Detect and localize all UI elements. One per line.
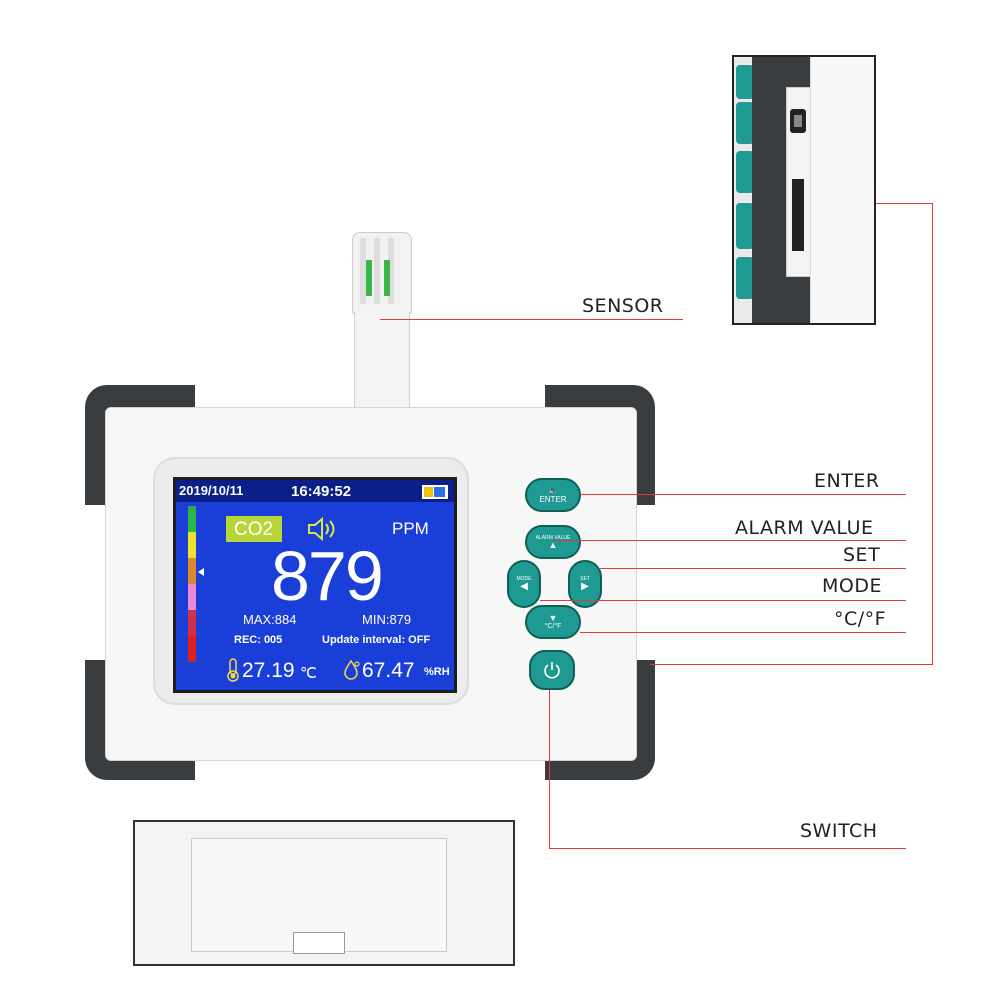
level-pointer-icon (198, 568, 204, 576)
side-button (736, 102, 754, 144)
co2-badge (226, 516, 282, 542)
scale-segment (188, 584, 196, 610)
set-button-label: SET (580, 576, 590, 582)
alarm-callout-line (553, 540, 906, 541)
switch-callout-line-h (549, 848, 906, 849)
side-housing (810, 57, 874, 323)
enter-button-label: ENTER (539, 494, 567, 504)
lcd-screen: 2019/10/11 16:49:52 CO2 PPM 879 MAX:884 … (173, 477, 457, 693)
cover-latch (293, 932, 345, 954)
max-value: MAX:884 (243, 612, 297, 627)
temperature-value: 27.19 (242, 659, 295, 682)
mode-callout-line (540, 600, 906, 601)
sensor-callout-line (380, 319, 683, 320)
gas-label: CO2 (234, 519, 274, 540)
temperature-unit: ℃ (300, 665, 317, 682)
enter-callout-line (580, 494, 906, 495)
side-button (736, 151, 754, 193)
update-interval: Update interval: OFF (322, 634, 431, 646)
alarm-value-label: ALARM VALUE (535, 534, 571, 541)
sensor-label: SENSOR (582, 295, 664, 317)
time-text: 16:49:52 (291, 483, 352, 500)
humidity-value: 67.47 (362, 659, 415, 682)
droplet-icon (342, 659, 360, 685)
unit-callout-line (580, 632, 906, 633)
speaker-icon: 🔈 (548, 485, 558, 495)
scale-segment (188, 610, 196, 636)
enter-button[interactable]: 🔈 ENTER (525, 478, 581, 512)
battery-icon (422, 485, 448, 499)
sensor-stem (354, 312, 410, 409)
side-view-inset (732, 55, 876, 325)
sensor-probe (350, 232, 412, 409)
co2-value: 879 (271, 537, 384, 615)
arrow-right-icon: ▶ (581, 581, 589, 592)
unit-label: PPM (392, 519, 429, 538)
set-label: SET (843, 544, 881, 566)
set-callout-line (600, 568, 906, 569)
side-callout-line-h (876, 203, 933, 204)
side-button (736, 257, 754, 299)
back-cover (133, 820, 515, 966)
scale-segment (188, 558, 196, 584)
co2-level-scale (188, 506, 196, 662)
scale-segment (188, 532, 196, 558)
unit-toggle-button[interactable]: ▼ °C/°F (525, 605, 581, 639)
side-callout-line-bottom (650, 664, 933, 665)
humidity-unit: %RH (424, 666, 450, 678)
enter-label: ENTER (814, 470, 880, 492)
switch-callout-line-v (549, 690, 550, 848)
unit-label: °C/°F (834, 608, 887, 630)
date-text: 2019/10/11 (179, 483, 244, 498)
alarm-value-button[interactable]: ALARM VALUE ▲ (525, 525, 581, 559)
arrow-down-icon: ▼ (548, 613, 558, 623)
switch-label: SWITCH (800, 820, 878, 842)
min-value: MIN:879 (362, 612, 412, 627)
mode-button-label: MODE (516, 576, 532, 582)
unit-toggle-label: °C/°F (544, 623, 562, 630)
scale-segment (188, 506, 196, 532)
alarm-value-label: ALARM VALUE (735, 517, 874, 539)
power-button[interactable] (529, 650, 575, 690)
side-callout-line-v (932, 203, 933, 664)
mode-button[interactable]: MODE ◀ (507, 560, 541, 608)
sd-card-slot-icon (792, 179, 804, 251)
arrow-left-icon: ◀ (520, 581, 528, 592)
power-icon (544, 662, 560, 679)
status-bar (176, 480, 454, 502)
scale-segment (188, 636, 196, 662)
record-count: REC: 005 (234, 634, 283, 646)
mode-label: MODE (822, 575, 882, 597)
sensor-element (366, 260, 372, 296)
side-button (736, 203, 754, 249)
arrow-up-icon: ▲ (548, 539, 558, 550)
speaker-icon (306, 516, 338, 542)
usb-port-icon (790, 109, 806, 133)
side-button (736, 65, 754, 99)
thermometer-icon (226, 658, 240, 687)
